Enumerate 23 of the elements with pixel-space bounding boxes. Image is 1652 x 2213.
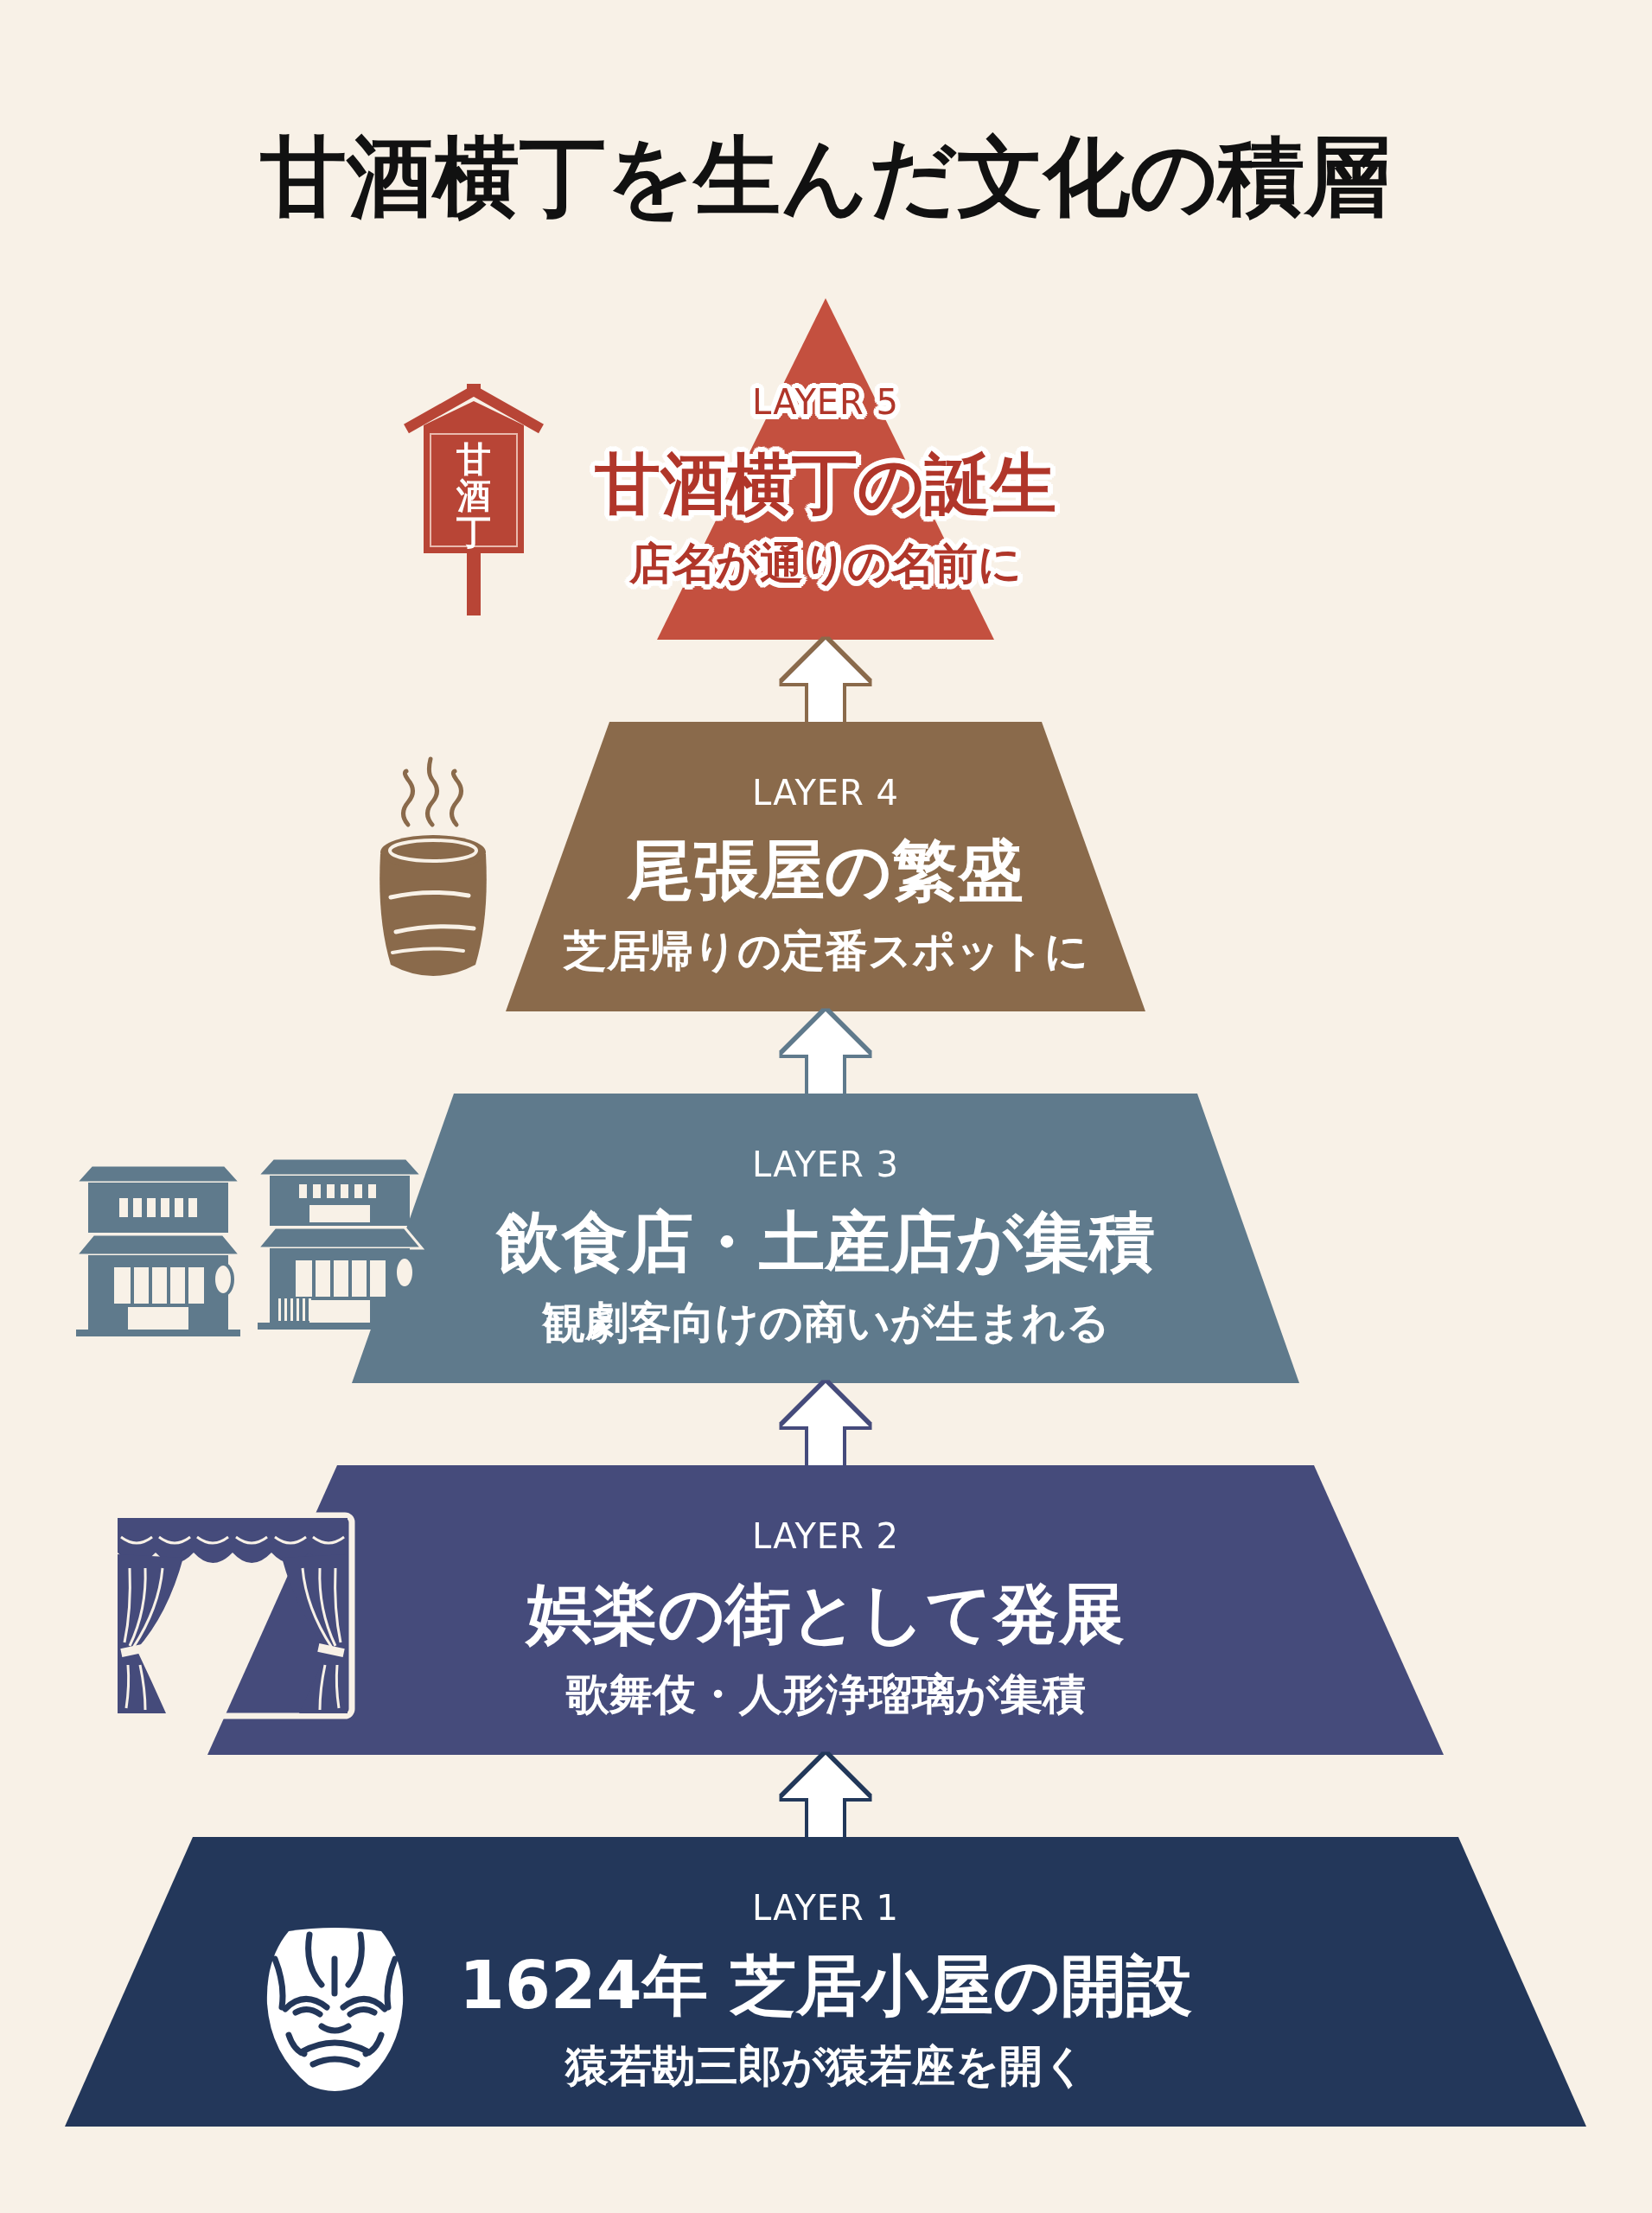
arrow <box>782 640 869 722</box>
pyramid-tier <box>65 1837 1586 2127</box>
layer-subtitle: 歌舞伎・人形浄瑠璃が集積 <box>565 1668 1086 1720</box>
pyramid-tier <box>207 1465 1444 1755</box>
layer-number: LAYER 1 <box>751 1887 900 1929</box>
arrow <box>782 1755 869 1837</box>
layer-subtitle: 猿若勘三郎が猿若座を開く <box>564 2040 1087 2092</box>
arrow <box>782 1011 869 1094</box>
title: 甘酒横丁を生んだ文化の積層 <box>260 125 1391 229</box>
layer-title: 娯楽の街として発展 <box>526 1574 1125 1654</box>
layer-number: LAYER 2 <box>751 1515 900 1557</box>
pyramid-tier <box>506 722 1145 1011</box>
sign-text: 甘酒丁 <box>456 441 492 550</box>
layer-number: LAYER 4 <box>751 772 900 813</box>
layer-subtitle: 芝居帰りの定番スポットに <box>563 925 1088 977</box>
layer-title: 1624年 芝居小屋の開設 <box>459 1946 1192 2025</box>
layer-title: 甘酒横丁の誕生 <box>595 444 1056 524</box>
layer-title: 尾張屋の繁盛 <box>628 831 1024 910</box>
layer-title: 飲食店・土産店が集積 <box>496 1202 1155 1282</box>
arrow <box>782 1383 869 1465</box>
layer-subtitle: 観劇客向けの商いが生まれる <box>541 1297 1110 1349</box>
pyramid-tier <box>352 1094 1299 1383</box>
layer-number: LAYER 3 <box>751 1144 900 1185</box>
